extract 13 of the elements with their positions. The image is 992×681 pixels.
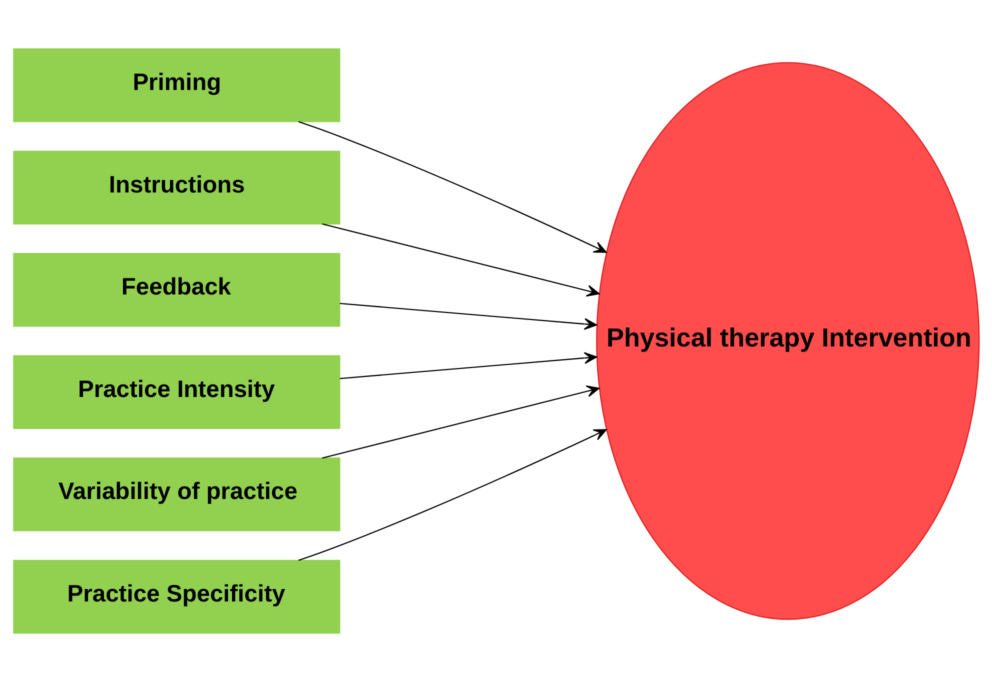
- arrow: [322, 384, 600, 458]
- node-box: Practice Intensity: [12, 354, 340, 429]
- node-box: Instructions: [12, 150, 340, 224]
- arrow: [298, 428, 606, 560]
- node-box: Variability of practice: [12, 457, 340, 531]
- node-box: Practice Specificity: [12, 559, 340, 634]
- arrow: [339, 352, 597, 379]
- arrow: [298, 120, 606, 252]
- arrow: [322, 222, 600, 296]
- node-box: Feedback: [12, 252, 340, 326]
- arrow: [339, 302, 597, 330]
- node-box: Priming: [12, 48, 340, 122]
- node-ellipse: Physical therapy Intervention: [596, 62, 980, 620]
